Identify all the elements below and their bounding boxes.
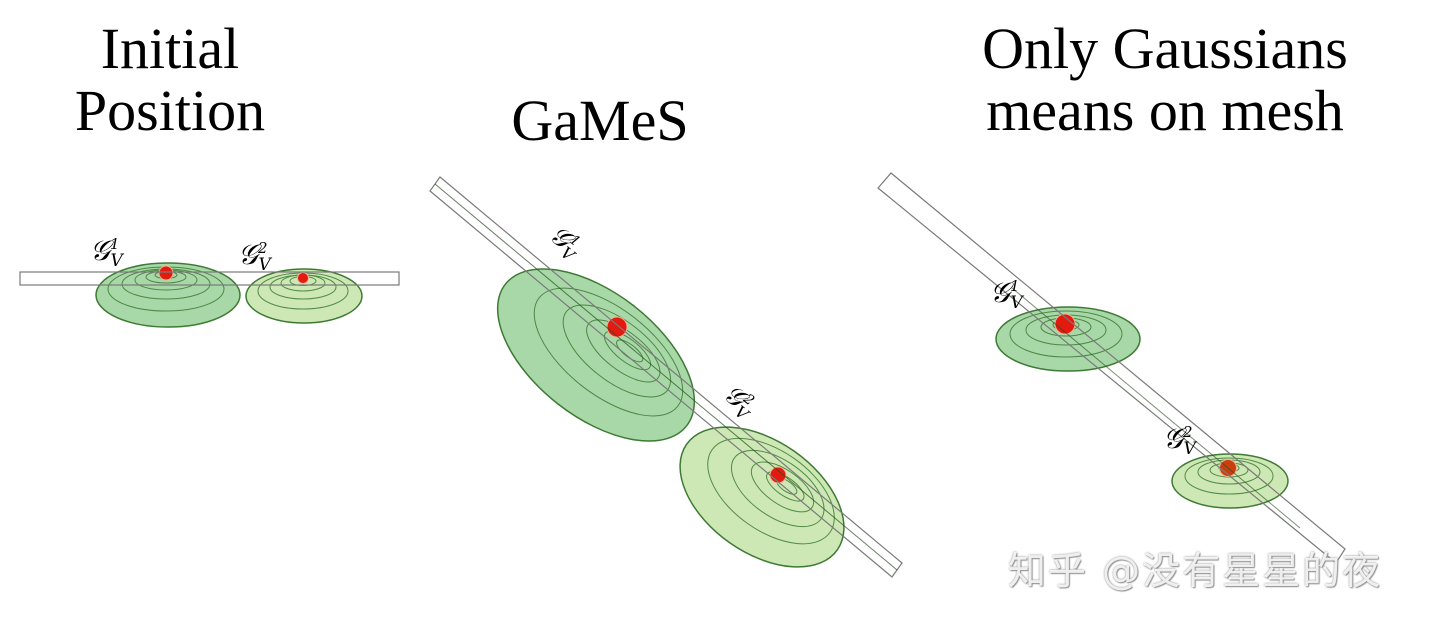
watermark: 知乎 @没有星星的夜 (1008, 549, 1383, 593)
mean-point (158, 265, 174, 281)
gaussian-1 (496, 268, 696, 442)
panel-title-only-gaussians: Only Gaussians means on mesh (940, 18, 1390, 142)
gaussian-label-2: 𝒢2V (716, 379, 762, 425)
gaussian-2 (245, 268, 363, 324)
gaussian-2 (679, 426, 845, 568)
panel-title-initial-position: Initial Position (40, 18, 300, 142)
mean-point (606, 316, 628, 338)
mesh-face (429, 176, 903, 578)
panel-title-games: GaMeS (470, 90, 730, 152)
gaussian-1 (995, 306, 1141, 372)
gaussian-1 (95, 262, 241, 328)
title-line: Position (74, 78, 266, 143)
title-line: Initial (100, 16, 240, 81)
title-line: Only Gaussians (982, 16, 1348, 81)
svg-text:𝒢1V: 𝒢1V (542, 220, 588, 266)
svg-text:𝒢2V: 𝒢2V (716, 379, 762, 425)
mesh-face (19, 271, 400, 286)
mesh-face (877, 172, 1346, 564)
mean-point (297, 272, 309, 284)
title-line: means on mesh (986, 78, 1344, 143)
gaussian-label-1: 𝒢1V (542, 220, 588, 266)
gaussian-2 (1171, 453, 1289, 509)
title-line: GaMeS (511, 88, 689, 153)
panel-games: 𝒢1V 𝒢2V (429, 176, 903, 578)
